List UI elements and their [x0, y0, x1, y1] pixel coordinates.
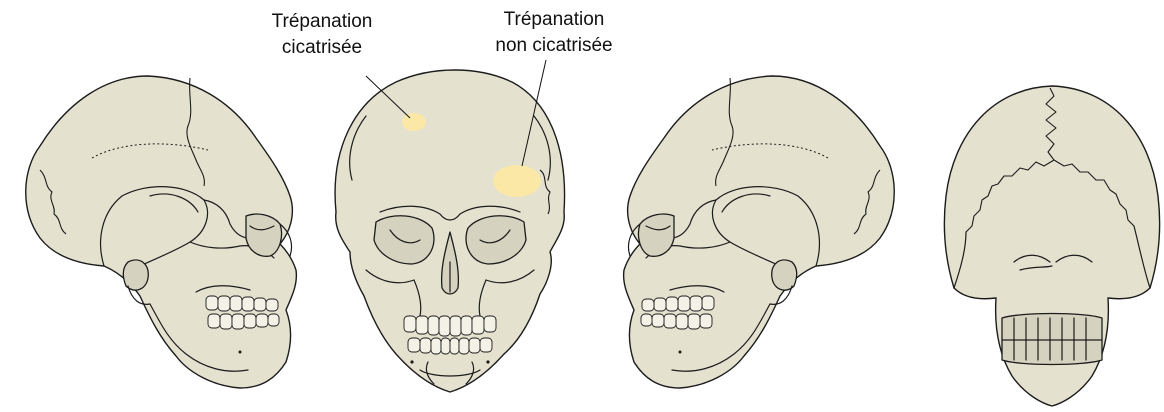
label-healed-line1: Trépanation [272, 11, 373, 32]
label-healed-line2: cicatrisée [282, 37, 362, 58]
trepanation-unhealed-mark [493, 165, 541, 197]
skull-right-lateral [624, 76, 895, 388]
skull-left-lateral [26, 76, 297, 388]
teeth-upper-anterior [404, 316, 496, 336]
label-unhealed-line1: Trépanation [504, 9, 605, 30]
skull-anterior [335, 70, 564, 392]
trepanation-healed-mark [402, 113, 426, 131]
skull-posterior [944, 86, 1159, 406]
label-unhealed-line2: non cicatrisée [495, 35, 612, 56]
teeth-lower-anterior [408, 338, 492, 354]
